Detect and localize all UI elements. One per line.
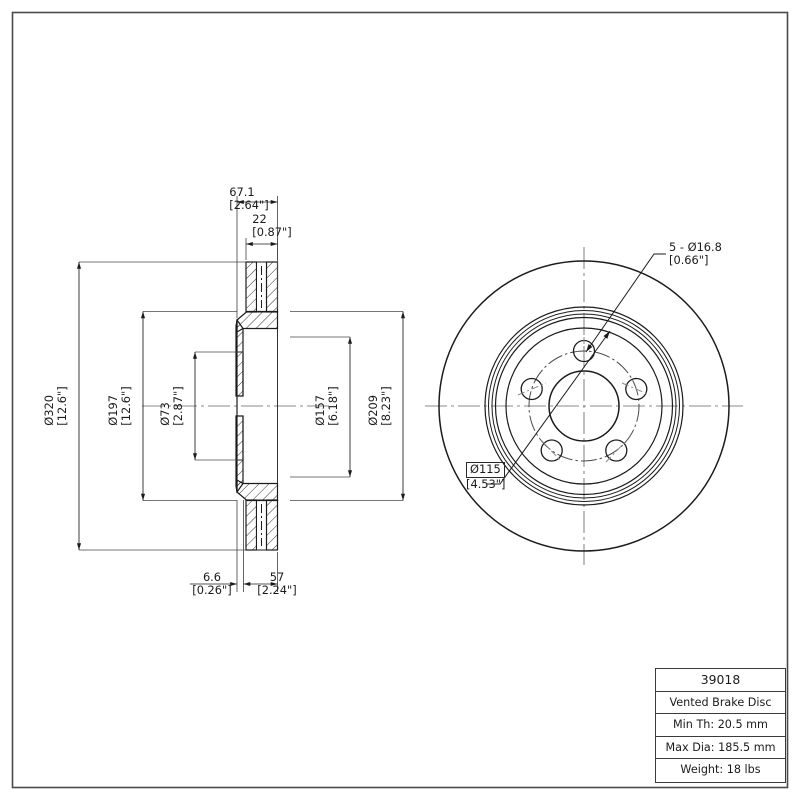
rotor-ring-edge-1 xyxy=(484,306,684,506)
section-dimension-lines xyxy=(76,196,406,592)
dim-offset-right: 57 [2.24"] xyxy=(257,570,297,597)
callout-bolt-circle: Ø115 [4.53"] xyxy=(466,462,506,491)
rotor-ring-upper xyxy=(245,261,279,313)
title-block-max-diameter: Max Dia: 185.5 mm xyxy=(656,737,785,760)
rotor-ring-edge-3 xyxy=(491,313,677,499)
title-block-part-description: Vented Brake Disc xyxy=(656,692,785,715)
callout-bolt-holes: 5 - Ø16.8 [0.66"] xyxy=(669,240,722,267)
dim-dia-hat-outer: Ø157 [6.18"] xyxy=(312,386,340,426)
rotor-ring-edge-4 xyxy=(494,316,674,496)
dim-dia-outer: Ø320 [12.6"] xyxy=(41,386,69,426)
title-block-part-number: 39018 xyxy=(656,669,785,692)
bolt-circle-leader xyxy=(486,330,611,485)
bolt-hole xyxy=(540,439,563,462)
dim-dia-rotor-inner: Ø197 [12.6"] xyxy=(105,386,133,426)
title-block-weight: Weight: 18 lbs xyxy=(680,763,761,777)
face-view-geometry xyxy=(425,247,743,565)
bolt-circle xyxy=(528,350,640,462)
bolt-hole-group xyxy=(520,339,648,462)
dim-width-overall: 67.1 [2.64"] xyxy=(229,185,269,212)
title-block-min-thickness: Min Th: 20.5 mm xyxy=(656,714,785,737)
rotor-outer-circle xyxy=(438,260,730,552)
dim-dia-hub-bore: Ø73 [2.87"] xyxy=(157,386,185,426)
section-view-geometry xyxy=(142,261,330,551)
bolt-hole xyxy=(625,377,648,401)
hat-wall-upper xyxy=(235,318,244,397)
rotor-ring-edge-2 xyxy=(488,310,680,502)
bolt-hole xyxy=(605,439,628,462)
title-block: 39018 Vented Brake Disc Min Th: 20.5 mm … xyxy=(655,668,786,783)
hat-outer-circle xyxy=(505,327,663,485)
dim-offset-left: 6.6 [0.26"] xyxy=(192,570,232,597)
dim-width-vane: 22 [0.87"] xyxy=(252,212,292,239)
hub-bore-circle xyxy=(548,370,620,442)
hat-wall-lower xyxy=(235,415,244,494)
rotor-ring-lower xyxy=(245,499,279,551)
dim-dia-mount-face: Ø209 [8.23"] xyxy=(365,386,393,426)
bolt-hole-leader xyxy=(585,253,666,353)
bolt-hole xyxy=(520,377,543,401)
